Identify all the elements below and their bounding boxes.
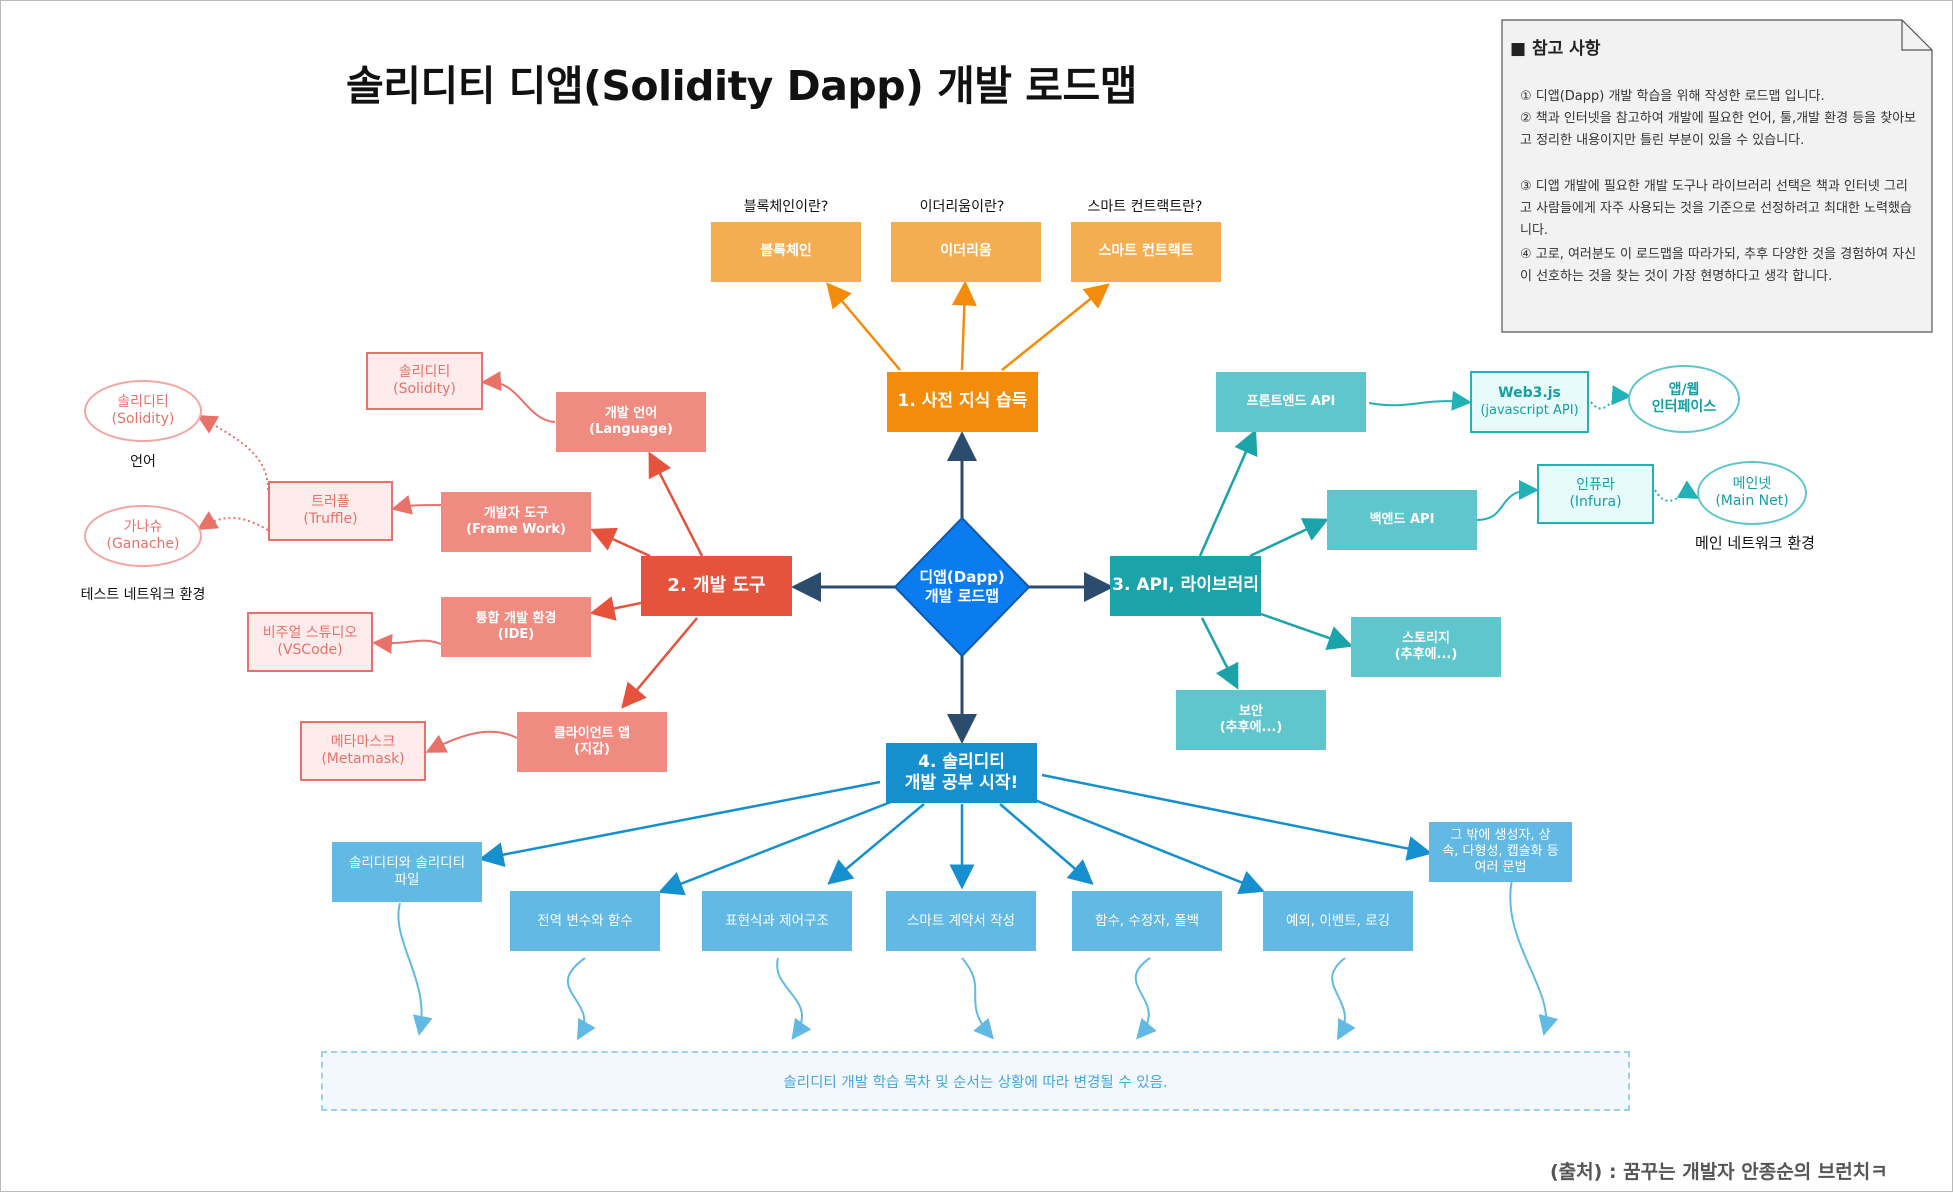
study-order-note: 솔리디티 개발 학습 목차 및 순서는 상황에 따라 변경될 수 있음.: [321, 1051, 1630, 1111]
node-infura[interactable]: 인퓨라 (Infura): [1537, 464, 1654, 524]
study-other-syntax[interactable]: 그 밖에 생성자, 상 속, 다형성, 캡슐화 등 여러 문법: [1429, 822, 1572, 882]
caption-test-network: 테스트 네트워크 환경: [80, 587, 206, 603]
node-frontend-api[interactable]: 프론트엔드 API: [1216, 372, 1366, 432]
node-app-web-interface[interactable]: 앱/웹 인터페이스: [1628, 365, 1740, 433]
study-expressions[interactable]: 표현식과 제어구조: [702, 891, 852, 951]
node-web3js[interactable]: Web3.js (javascript API): [1470, 371, 1589, 433]
question-blockchain: 블록체인이란?: [743, 199, 829, 215]
node-solidity-language[interactable]: 솔리디티 (Solidity): [84, 380, 202, 442]
study-solidity-files[interactable]: 솔리디티와 솔리디티 파일: [332, 842, 482, 902]
node-storage[interactable]: 스토리지 (추후에...): [1351, 617, 1501, 677]
note-item-4: ④ 고로, 여러분도 이 로드맵을 따라가되, 추후 다양한 것을 경험하여 자…: [1520, 247, 1917, 284]
node-backend-api[interactable]: 백엔드 API: [1327, 490, 1477, 550]
study-functions-modifiers[interactable]: 함수, 수정자, 폴백: [1072, 891, 1222, 951]
node-blockchain[interactable]: 블록체인: [711, 222, 861, 282]
node-vscode[interactable]: 비주얼 스튜디오 (VSCode): [247, 612, 373, 672]
note-item-2: ② 책과 인터넷을 참고하여 개발에 필요한 언어, 툴,개발 환경 등을 찾아…: [1520, 111, 1917, 148]
source-credit: (출처) : 꿈꾸는 개발자 안종순의 브런치ㅋ: [1550, 1161, 1888, 1183]
web3js-subtitle: (javascript API): [1480, 402, 1579, 418]
branch-api-library[interactable]: 3. API, 라이브러리: [1110, 556, 1261, 616]
node-ganache[interactable]: 가나슈 (Ganache): [84, 505, 202, 567]
node-solidity[interactable]: 솔리디티 (Solidity): [366, 352, 483, 410]
branch-study-start[interactable]: 4. 솔리디티 개발 공부 시작!: [886, 743, 1037, 803]
notes-title: ■ 참고 사항: [1510, 39, 1601, 59]
study-exceptions-events[interactable]: 예외, 이벤트, 로깅: [1263, 891, 1413, 951]
node-smart-contract[interactable]: 스마트 컨트랙트: [1071, 222, 1221, 282]
note-item-1: ① 디앱(Dapp) 개발 학습을 위해 작성한 로드맵 입니다.: [1520, 89, 1825, 104]
study-smart-contract[interactable]: 스마트 계약서 작성: [886, 891, 1036, 951]
center-node[interactable]: 디앱(Dapp) 개발 로드맵: [919, 568, 1005, 605]
study-global-variables[interactable]: 전역 변수와 함수: [510, 891, 660, 951]
node-language[interactable]: 개발 언어 (Language): [556, 392, 706, 452]
caption-language: 언어: [130, 454, 156, 470]
question-smart-contract: 스마트 컨트랙트란?: [1087, 199, 1203, 215]
caption-mainnet: 메인 네트워크 환경: [1695, 534, 1815, 552]
note-box-shape: [1501, 19, 1933, 333]
study-order-note-text: 솔리디티 개발 학습 목차 및 순서는 상황에 따라 변경될 수 있음.: [783, 1074, 1168, 1091]
node-framework[interactable]: 개발자 도구 (Frame Work): [441, 492, 591, 552]
node-mainnet[interactable]: 메인넷 (Main Net): [1697, 461, 1807, 525]
node-metamask[interactable]: 메타마스크 (Metamask): [300, 721, 426, 781]
node-truffle[interactable]: 트러플 (Truffle): [268, 481, 393, 541]
branch-dev-tools[interactable]: 2. 개발 도구: [641, 556, 792, 616]
web3js-title: Web3.js: [1498, 385, 1561, 402]
question-ethereum: 이더리움이란?: [919, 199, 1005, 215]
node-ethereum[interactable]: 이더리움: [891, 222, 1041, 282]
note-item-3: ③ 디앱 개발에 필요한 개발 도구나 라이브러리 선택은 책과 인터넷 그리고…: [1520, 179, 1912, 238]
node-client-app[interactable]: 클라이언트 앱 (지갑): [517, 712, 667, 772]
center-diamond-shape: [893, 516, 1031, 658]
page-title: 솔리디티 디앱(Solidity Dapp) 개발 로드맵: [346, 62, 1137, 110]
branch-prior-knowledge[interactable]: 1. 사전 지식 습득: [887, 372, 1038, 432]
node-ide[interactable]: 통합 개발 환경 (IDE): [441, 597, 591, 657]
node-security[interactable]: 보안 (추후에...): [1176, 690, 1326, 750]
